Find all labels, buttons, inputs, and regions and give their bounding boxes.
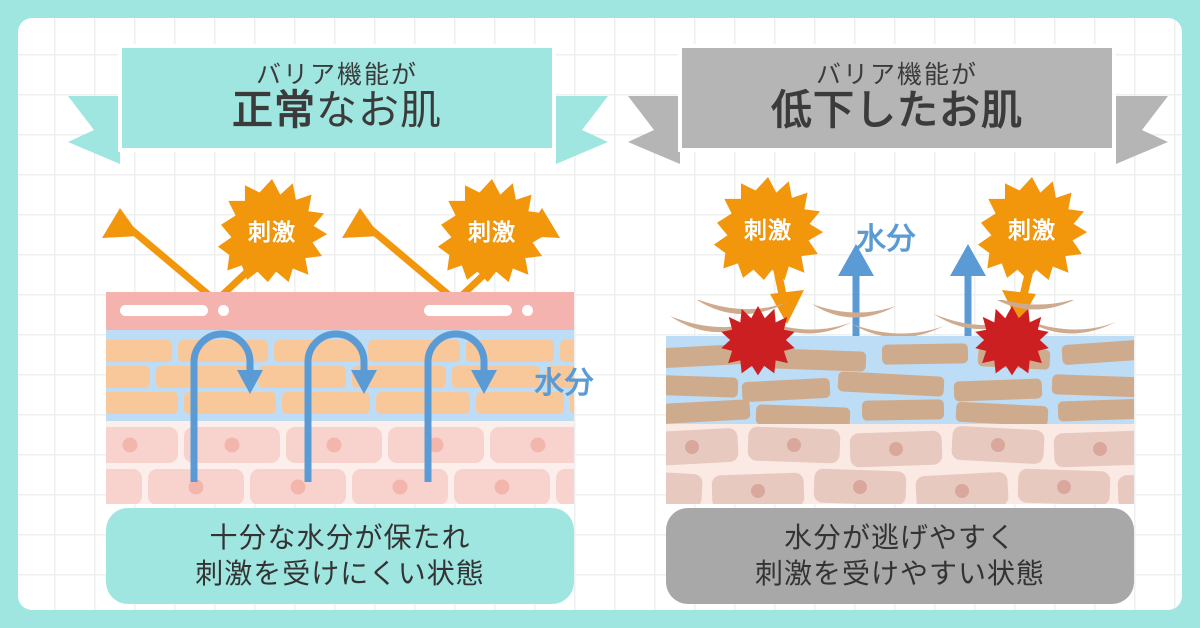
gloss-highlight xyxy=(424,305,512,316)
banner-impaired: バリア機能が 低下したお肌 xyxy=(628,34,1168,164)
caption-healthy: 十分な水分が保たれ 刺激を受けにくい状態 xyxy=(106,508,574,604)
banner-subtitle: バリア機能が xyxy=(255,60,418,89)
ribbon-tail-left-icon xyxy=(628,96,680,164)
stimulus-badge-label: 刺激 xyxy=(1008,217,1056,243)
red-starburst-icon xyxy=(975,306,1049,376)
stratum-corneum-layer xyxy=(106,292,574,330)
panel-healthy-skin: バリア機能が 正常なお肌 xyxy=(68,18,628,610)
water-label: 水分 xyxy=(534,367,594,400)
caption-line: 水分が逃げやすく xyxy=(783,521,1016,553)
banner-plate-healthy: バリア機能が 正常なお肌 xyxy=(122,48,552,148)
red-starburst-icon xyxy=(721,306,795,376)
ribbon-tail-right-icon xyxy=(556,96,608,164)
moisture-gap-lower xyxy=(106,414,574,421)
stimulus-badge: 刺激 xyxy=(217,178,328,282)
banner-subtitle: バリア機能が xyxy=(815,60,978,89)
starburst-icon xyxy=(977,177,1088,280)
irritation-burst-icon xyxy=(721,306,795,376)
banner-title: 低下したお肌 xyxy=(771,87,1023,134)
water-label: 水分 xyxy=(856,223,916,256)
starburst-icon xyxy=(217,179,328,282)
stimulus-badge-label: 刺激 xyxy=(468,219,516,245)
stimulus-badge: 刺激 xyxy=(713,176,824,280)
water-retention-arrows xyxy=(190,330,497,482)
stimulus-badge: 刺激 xyxy=(437,178,548,282)
skin-cross-section-impaired xyxy=(666,300,1134,504)
caption-impaired: 水分が逃げやすく 刺激を受けやすい状態 xyxy=(666,508,1134,604)
starburst-icon xyxy=(713,177,824,280)
caption-line: 刺激を受けにくい状態 xyxy=(195,558,485,589)
starburst-icon xyxy=(437,179,548,282)
irritation-burst-icon xyxy=(975,306,1049,376)
gloss-highlight xyxy=(120,305,208,316)
banner-title: 正常なお肌 xyxy=(232,87,442,134)
gloss-dot xyxy=(218,305,229,316)
caption-line: 十分な水分が保たれ xyxy=(209,521,471,553)
panel-impaired-skin: バリア機能が 低下したお肌 xyxy=(628,18,1182,610)
banner-healthy: バリア機能が 正常なお肌 xyxy=(68,34,608,164)
caption-line: 刺激を受けやすい状態 xyxy=(754,558,1045,589)
stimulus-badge: 刺激 xyxy=(977,176,1088,280)
dermis-layer-impaired xyxy=(666,424,1134,504)
ribbon-tail-left-icon xyxy=(68,96,120,164)
banner-plate-impaired: バリア機能が 低下したお肌 xyxy=(682,48,1112,148)
dermis-layer xyxy=(106,421,574,504)
stimulus-badge-label: 刺激 xyxy=(744,217,792,243)
ribbon-tail-right-icon xyxy=(1116,96,1168,164)
gloss-dot xyxy=(522,305,533,316)
stimulus-badge-label: 刺激 xyxy=(248,219,296,245)
content-panel: バリア機能が 正常なお肌 xyxy=(18,18,1182,610)
